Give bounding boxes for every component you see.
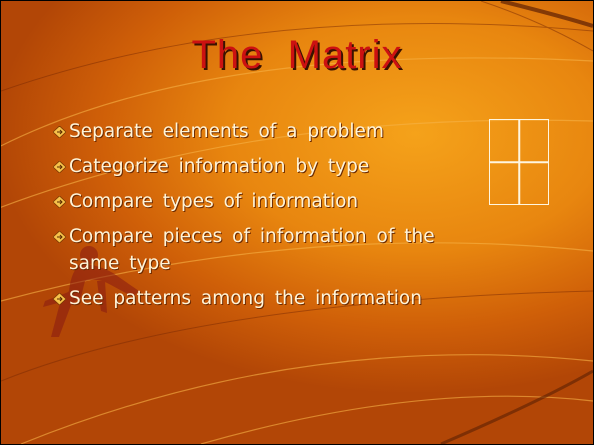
bullet-text: Separate elements of a problem bbox=[69, 121, 384, 142]
bullet-item: Separate elements of a problem bbox=[53, 118, 553, 145]
bullet-text: See patterns among the information bbox=[69, 288, 422, 309]
bullet-text: Categorize information by type bbox=[69, 156, 370, 177]
diamond-arrow-bullet-icon bbox=[53, 293, 66, 305]
bullet-item: Categorize information by type bbox=[53, 153, 553, 180]
diamond-arrow-bullet-icon bbox=[53, 126, 66, 138]
bullet-text: Compare pieces of information of the sam… bbox=[69, 223, 553, 277]
slide-title: The Matrix bbox=[191, 33, 403, 77]
bullet-text: Compare types of information bbox=[69, 191, 359, 212]
grid-horizontal-divider bbox=[490, 161, 548, 163]
bullet-item: Compare types of information bbox=[53, 188, 553, 215]
diamond-arrow-bullet-icon bbox=[53, 196, 66, 208]
bullet-text-line-2: same type bbox=[69, 253, 171, 274]
two-by-two-grid-icon bbox=[489, 119, 549, 205]
diamond-arrow-bullet-icon bbox=[53, 231, 66, 243]
bullet-list: Separate elements of a problem Categoriz… bbox=[53, 118, 553, 320]
diamond-arrow-bullet-icon bbox=[53, 161, 66, 173]
bullet-item: See patterns among the information bbox=[53, 285, 553, 312]
bullet-text-line-1: Compare pieces of information of the bbox=[69, 226, 435, 247]
bullet-item: Compare pieces of information of the sam… bbox=[53, 223, 553, 277]
